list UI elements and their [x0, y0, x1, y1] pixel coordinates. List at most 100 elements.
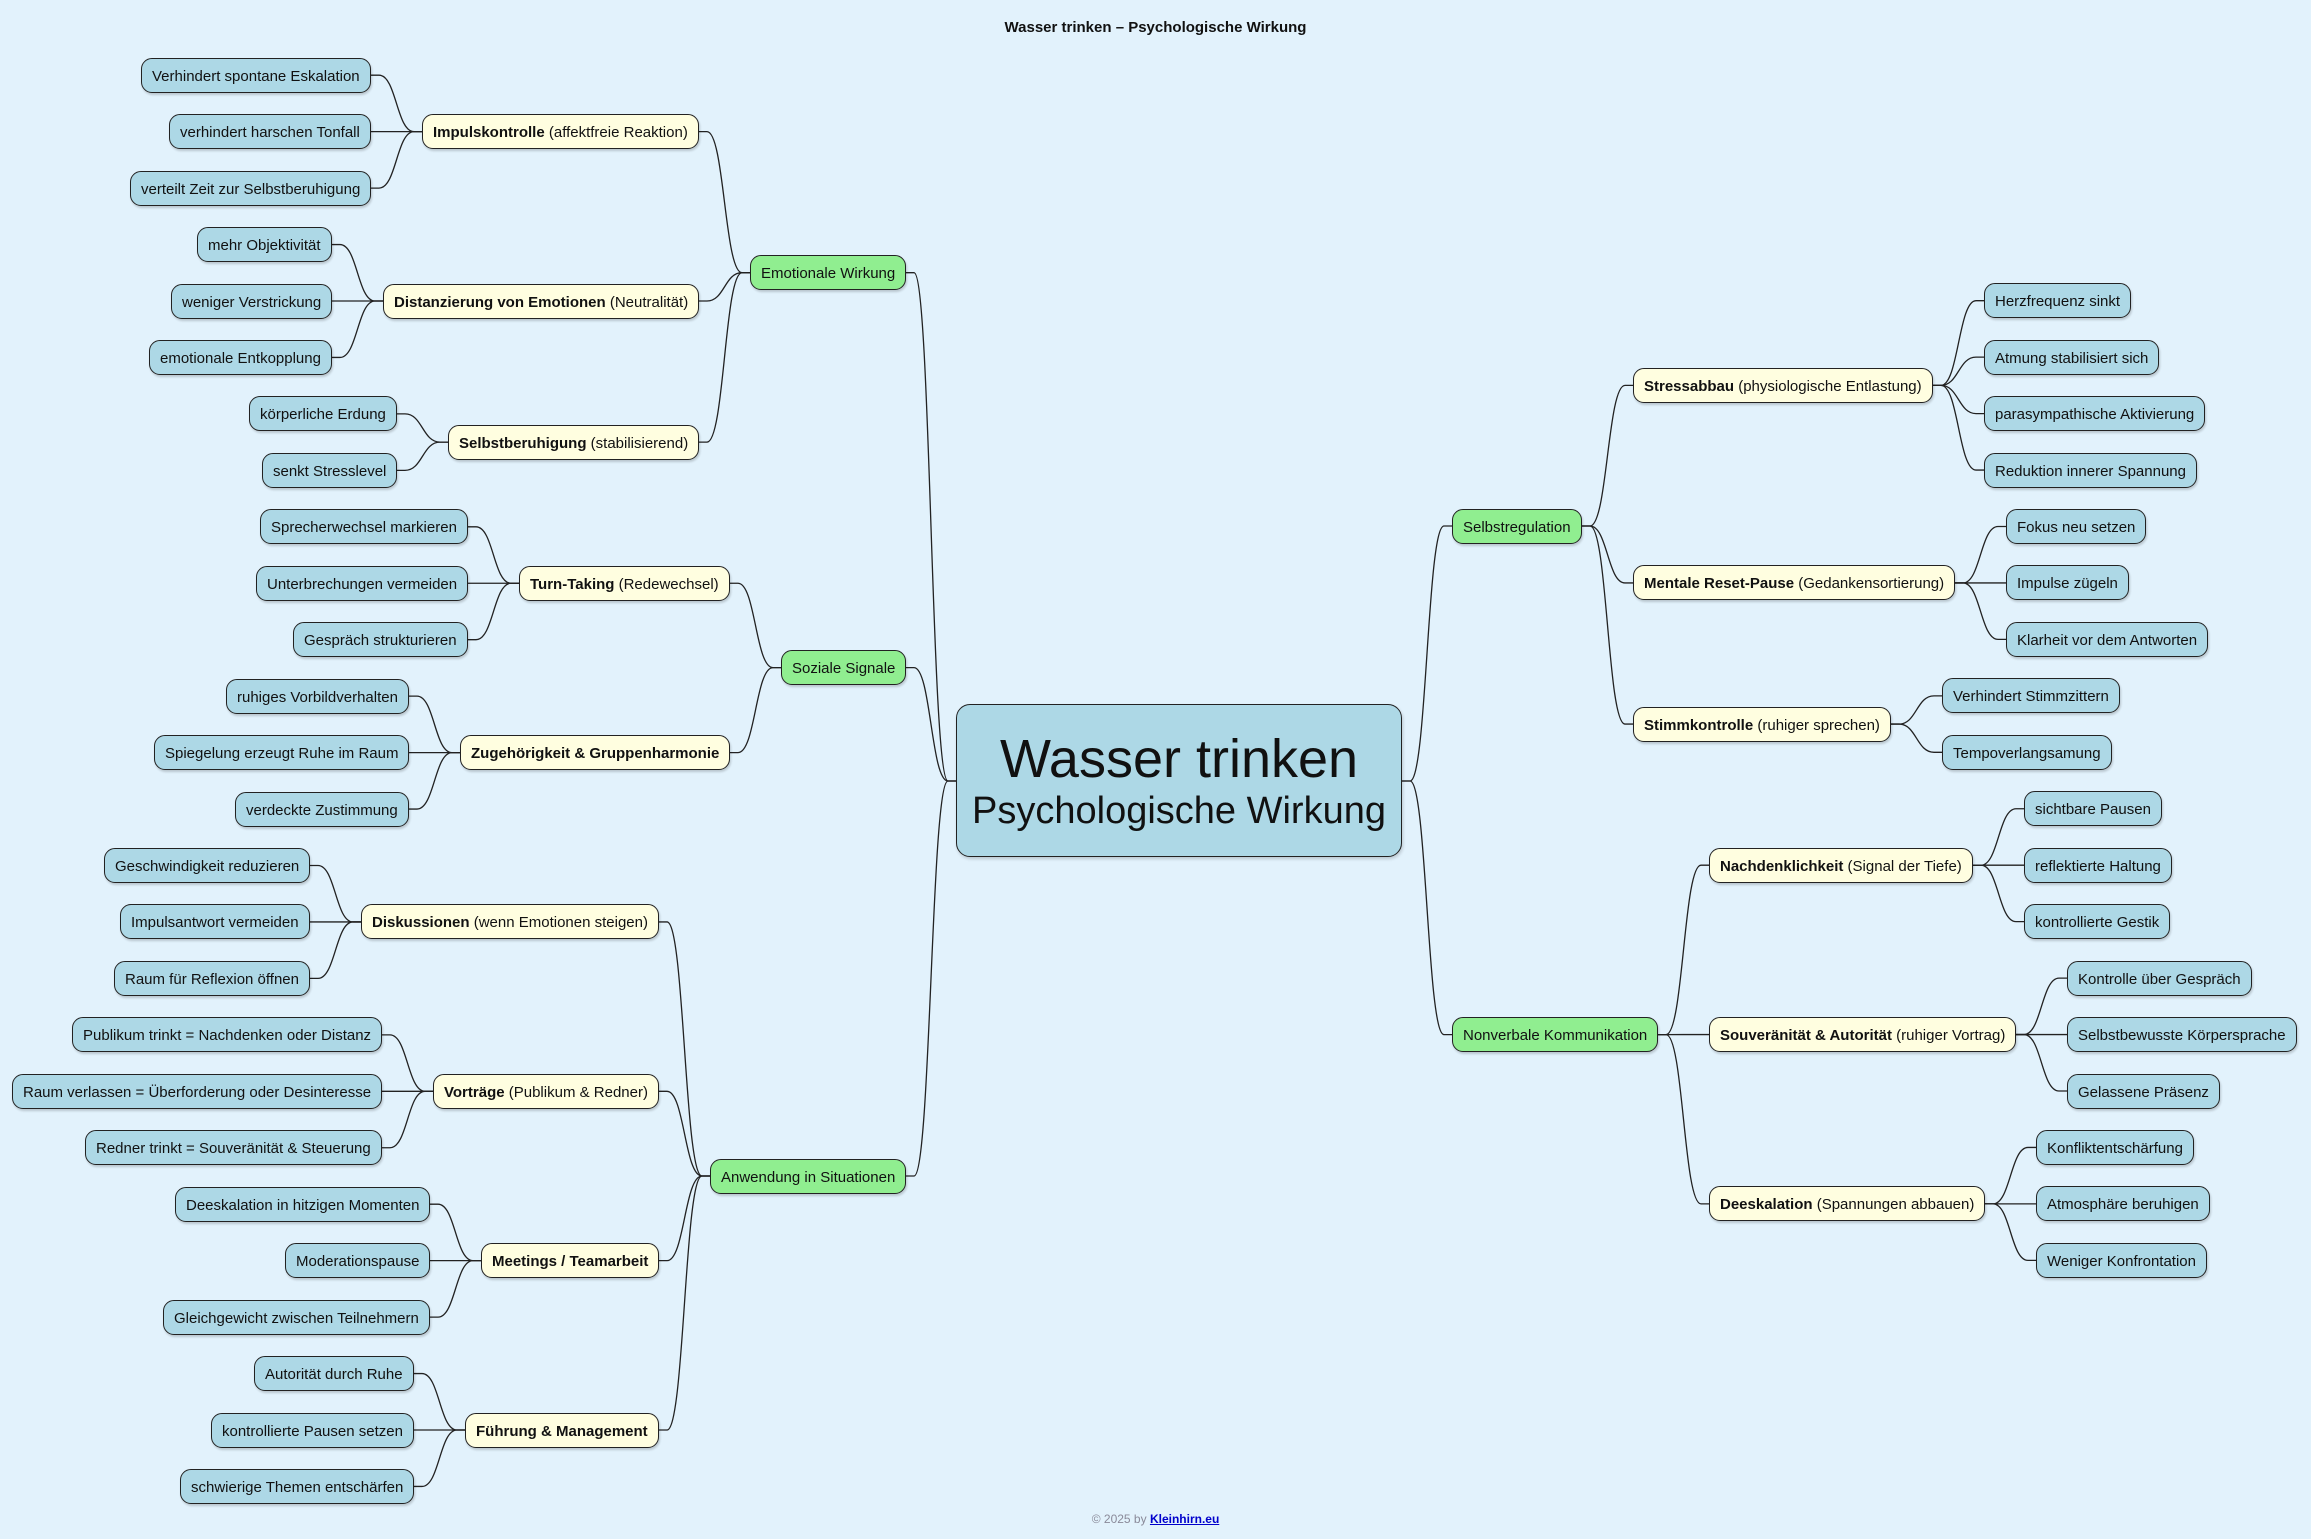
leaf-label: emotionale Entkopplung — [160, 349, 321, 367]
connector — [332, 300, 383, 359]
leaf-node: Gleichgewicht zwischen Teilnehmern — [163, 1299, 430, 1335]
connector — [699, 272, 750, 443]
footer-copyright: © 2025 by — [1091, 1512, 1150, 1526]
leaf-label: Impulsantwort vermeiden — [131, 914, 299, 932]
leaf-node: Publikum trinkt = Nachdenken oder Distan… — [72, 1017, 383, 1053]
subtopic-qualifier: (ruhiger Vortrag) — [1891, 1027, 2006, 1045]
connector — [659, 1175, 710, 1262]
connector — [906, 780, 956, 1177]
subtopic-node: Selbstberuhigung (stabilisierend) — [448, 424, 700, 460]
connector — [430, 1203, 481, 1262]
leaf-node: Impulse zügeln — [2006, 565, 2129, 601]
subtopic-title: Diskussionen — [372, 914, 470, 932]
leaf-node: emotionale Entkopplung — [149, 339, 332, 375]
branch-node: Nonverbale Kommunikation — [1452, 1017, 1659, 1053]
leaf-label: Gespräch strukturieren — [304, 632, 457, 650]
leaf-label: Unterbrechungen vermeiden — [267, 575, 458, 593]
connector — [1973, 808, 2024, 866]
leaf-label: sichtbare Pausen — [2035, 801, 2151, 819]
leaf-label: senkt Stresslevel — [273, 462, 387, 480]
subtopic-title: Führung & Management — [476, 1422, 648, 1440]
root-subtitle: Psychologische Wirkung — [972, 790, 1386, 832]
footer-link[interactable]: Kleinhirn.eu — [1149, 1512, 1220, 1526]
leaf-label: Gelassene Präsenz — [2078, 1083, 2209, 1101]
leaf-node: körperliche Erdung — [249, 396, 397, 432]
leaf-node: Kontrolle über Gespräch — [2067, 960, 2252, 996]
subtopic-qualifier: (stabilisierend) — [586, 434, 689, 452]
leaf-label: verdeckte Zustimmung — [246, 801, 398, 819]
leaf-label: körperliche Erdung — [260, 406, 386, 424]
leaf-node: Verhindert Stimmzittern — [1942, 678, 2120, 714]
connector — [699, 272, 750, 302]
connector — [1891, 723, 1942, 753]
connector — [1933, 384, 1984, 415]
subtopic-node: Impulskontrolle (affektfreie Reaktion) — [422, 114, 699, 150]
leaf-label: Gleichgewicht zwischen Teilnehmern — [174, 1309, 419, 1327]
subtopic-title: Souveränität & Autorität — [1720, 1027, 1892, 1045]
subtopic-qualifier: (affektfreie Reaktion) — [544, 124, 688, 142]
connector — [414, 1372, 465, 1431]
leaf-node: Geschwindigkeit reduzieren — [104, 848, 311, 883]
connector — [659, 921, 710, 1177]
subtopic-qualifier: (Redewechsel) — [614, 575, 719, 593]
connector — [430, 1260, 481, 1318]
diagram-title: Wasser trinken – Psychologische Wirkung — [1004, 19, 1307, 36]
branch-node: Soziale Signale — [781, 650, 907, 686]
leaf-node: Klarheit vor dem Antworten — [2006, 621, 2209, 657]
connector — [1891, 695, 1942, 725]
connector — [1973, 864, 2024, 923]
connector — [730, 666, 781, 754]
leaf-node: Spiegelung erzeugt Ruhe im Raum — [154, 735, 410, 771]
subtopic-node: Souveränität & Autorität (ruhiger Vortra… — [1709, 1017, 2017, 1053]
root-node: Wasser trinken Psychologische Wirkung — [956, 704, 1402, 857]
subtopic-qualifier: (Publikum & Redner) — [504, 1083, 648, 1101]
connector — [659, 1175, 710, 1431]
subtopic-title: Stressabbau — [1644, 377, 1735, 395]
leaf-node: Sprecherwechsel markieren — [260, 509, 468, 545]
subtopic-qualifier: (Neutralität) — [605, 293, 689, 311]
subtopic-node: Meetings / Teamarbeit — [481, 1243, 660, 1279]
subtopic-qualifier: (ruhiger sprechen) — [1753, 716, 1880, 734]
leaf-node: Weniger Konfrontation — [2036, 1242, 2207, 1278]
subtopic-node: Mentale Reset-Pause (Gedankensortierung) — [1633, 565, 1956, 601]
leaf-label: Verhindert spontane Eskalation — [152, 67, 360, 85]
subtopic-title: Meetings / Teamarbeit — [492, 1253, 649, 1271]
leaf-label: Verhindert Stimmzittern — [1953, 688, 2109, 706]
connector — [310, 921, 361, 980]
leaf-label: Deeskalation in hitzigen Momenten — [186, 1196, 420, 1214]
subtopic-node: Deeskalation (Spannungen abbauen) — [1709, 1186, 1986, 1222]
leaf-node: Unterbrechungen vermeiden — [256, 565, 469, 601]
branch-label: Nonverbale Kommunikation — [1463, 1027, 1648, 1045]
subtopic-node: Diskussionen (wenn Emotionen steigen) — [361, 904, 659, 940]
leaf-node: kontrollierte Gestik — [2024, 904, 2171, 940]
connector — [371, 74, 422, 133]
connector — [1402, 780, 1452, 1036]
connector — [1582, 525, 1633, 725]
leaf-node: Atmosphäre beruhigen — [2036, 1186, 2210, 1222]
leaf-label: Klarheit vor dem Antworten — [2017, 631, 2198, 649]
connector — [468, 526, 519, 584]
subtopic-qualifier: (Spannungen abbauen) — [1812, 1196, 1975, 1214]
subtopic-node: Zugehörigkeit & Gruppenharmonie — [460, 735, 731, 771]
leaf-label: ruhiges Vorbildverhalten — [237, 688, 398, 706]
branch-label: Soziale Signale — [792, 660, 896, 678]
subtopic-node: Stimmkontrolle (ruhiger sprechen) — [1633, 706, 1891, 742]
connector — [1933, 356, 1984, 387]
leaf-node: sichtbare Pausen — [2024, 791, 2162, 827]
leaf-label: Geschwindigkeit reduzieren — [115, 858, 300, 875]
leaf-label: Redner trinkt = Souveränität & Steuerung — [96, 1140, 371, 1158]
leaf-label: schwierige Themen entschärfen — [191, 1478, 404, 1496]
leaf-label: Spiegelung erzeugt Ruhe im Raum — [165, 745, 399, 763]
leaf-label: Kontrolle über Gespräch — [2078, 970, 2241, 988]
subtopic-title: Zugehörigkeit & Gruppenharmonie — [471, 745, 720, 763]
subtopic-title: Selbstberuhigung — [459, 434, 587, 452]
leaf-node: parasympathische Aktivierung — [1984, 396, 2206, 432]
leaf-node: Gelassene Präsenz — [2067, 1073, 2220, 1109]
leaf-label: Reduktion innerer Spannung — [1995, 462, 2186, 480]
branch-node: Selbstregulation — [1452, 508, 1582, 544]
connector — [906, 666, 956, 782]
leaf-node: Atmung stabilisiert sich — [1984, 339, 2160, 375]
leaf-node: verhindert harschen Tonfall — [169, 114, 371, 150]
leaf-label: Konfliktentschärfung — [2047, 1139, 2183, 1157]
leaf-label: kontrollierte Pausen setzen — [222, 1422, 403, 1440]
